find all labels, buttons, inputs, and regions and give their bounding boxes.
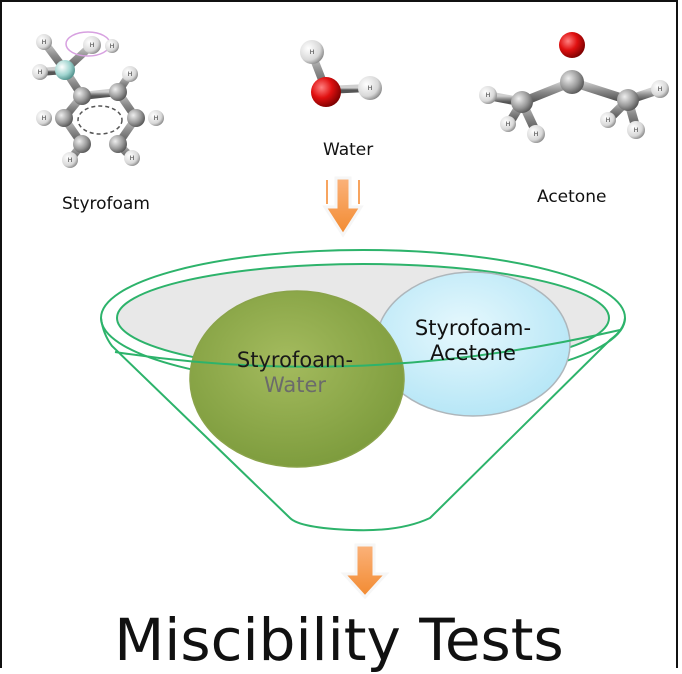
svg-text:H: H	[42, 115, 47, 122]
styrofoam-water-line1: Styrofoam-	[236, 348, 354, 372]
svg-text:H: H	[154, 115, 159, 122]
venn-diagram	[189, 271, 571, 468]
svg-text:H: H	[130, 155, 135, 162]
acetone-label: Acetone	[537, 187, 607, 207]
svg-text:H: H	[110, 43, 115, 50]
water-molecule-icon: H H	[300, 40, 382, 107]
svg-text:H: H	[658, 86, 663, 93]
styrofoam-water-circle	[189, 290, 405, 468]
styrofoam-molecule-icon: H H H H H H H H H	[32, 31, 164, 168]
down-arrow-icon	[340, 543, 390, 600]
funnel-rim-line	[114, 329, 621, 368]
water-label: Water	[323, 140, 374, 160]
svg-text:H: H	[128, 71, 133, 78]
styrofoam-water-label: Styrofoam- Water	[200, 348, 390, 398]
svg-text:H: H	[368, 85, 373, 92]
styrofoam-acetone-line2: Acetone	[430, 341, 516, 365]
svg-text:H: H	[634, 127, 639, 134]
svg-text:H: H	[534, 131, 539, 138]
svg-text:H: H	[90, 42, 95, 49]
acetone-molecule-icon: H H H H H H	[479, 32, 669, 143]
svg-text:H: H	[42, 39, 47, 46]
svg-text:H: H	[506, 121, 511, 128]
down-arrow-icon	[320, 173, 366, 240]
svg-text:H: H	[486, 92, 491, 99]
svg-text:H: H	[38, 69, 43, 76]
page-title: Miscibility Tests	[114, 606, 564, 674]
svg-text:H: H	[310, 49, 315, 56]
svg-text:H: H	[68, 157, 73, 164]
svg-text:H: H	[606, 117, 611, 124]
styrofoam-acetone-line1: Styrofoam-	[414, 316, 532, 340]
styrofoam-label: Styrofoam	[62, 194, 150, 214]
styrofoam-acetone-label: Styrofoam- Acetone	[378, 316, 568, 366]
styrofoam-water-line2: Water	[263, 373, 327, 397]
